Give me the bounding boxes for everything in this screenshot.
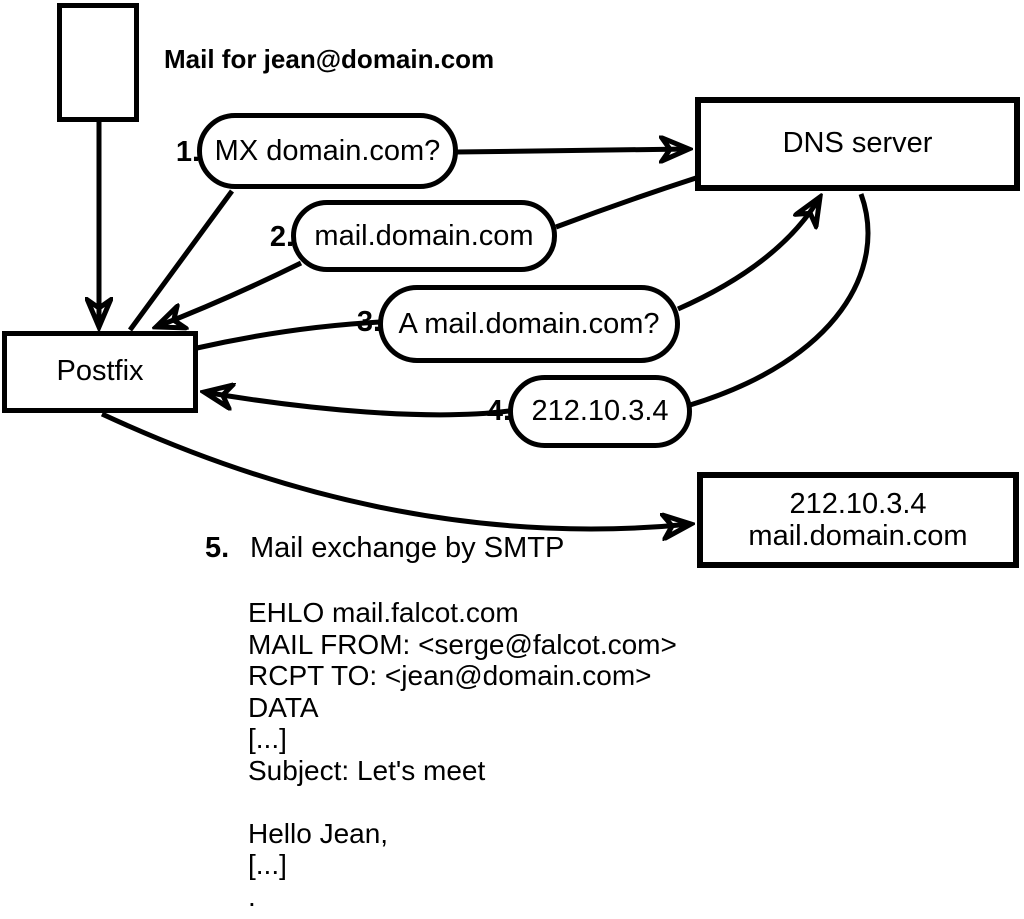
mail-server-node: 212.10.3.4 mail.domain.com xyxy=(697,472,1019,568)
step-number-5: 5. xyxy=(205,532,230,564)
mail-message-node xyxy=(57,3,139,122)
line-postfix-to-query1 xyxy=(127,189,235,332)
line-dns-to-response2 xyxy=(555,175,697,230)
arrow-response2-to-postfix xyxy=(156,260,303,327)
smtp-transcript: EHLO mail.falcot.com MAIL FROM: <serge@f… xyxy=(248,597,677,912)
step-number-1: 1. xyxy=(175,136,200,168)
query-pill-mx-label: MX domain.com? xyxy=(214,134,441,167)
query-pill-a-record: A mail.domain.com? xyxy=(378,285,680,363)
response-pill-mailhost: mail.domain.com xyxy=(291,200,557,272)
smtp-line: DATA xyxy=(248,691,319,723)
mail-server-hostname: mail.domain.com xyxy=(748,520,968,552)
query-pill-a-record-label: A mail.domain.com? xyxy=(398,307,660,340)
dns-server-node: DNS server xyxy=(695,97,1020,191)
mail-title-label: Mail for jean@domain.com xyxy=(164,44,495,74)
response-pill-mailhost-label: mail.domain.com xyxy=(314,219,534,252)
query-pill-mx: MX domain.com? xyxy=(197,113,458,189)
step-number-2: 2. xyxy=(269,221,294,253)
line-postfix-to-query3 xyxy=(196,319,381,351)
smtp-line: [...] xyxy=(248,849,287,880)
smtp-line: Hello Jean, xyxy=(248,817,389,849)
arrow-query3-to-dns xyxy=(676,197,820,312)
smtp-line: Subject: Let's meet xyxy=(248,754,486,786)
response-pill-ip: 212.10.3.4 xyxy=(508,375,692,448)
step-number-3: 3. xyxy=(356,306,381,338)
smtp-line: RCPT TO: <jean@domain.com> xyxy=(248,660,652,691)
response-pill-ip-label: 212.10.3.4 xyxy=(531,395,669,427)
dns-server-label: DNS server xyxy=(782,127,933,160)
smtp-line: MAIL FROM: <serge@falcot.com> xyxy=(248,628,677,660)
step-number-4: 4. xyxy=(486,395,511,427)
arrow-response4-to-postfix xyxy=(204,392,510,418)
smtp-line xyxy=(248,786,677,818)
arrow-query1-to-dns xyxy=(455,149,689,152)
arrow-postfix-to-mailserver xyxy=(100,411,691,529)
postfix-node: Postfix xyxy=(2,331,198,413)
smtp-line: [...] xyxy=(248,723,287,754)
step-5-label: Mail exchange by SMTP xyxy=(250,532,565,564)
smtp-line: . xyxy=(248,880,256,912)
line-dns-to-response4 xyxy=(689,193,871,408)
smtp-line: EHLO mail.falcot.com xyxy=(248,597,519,628)
postfix-label: Postfix xyxy=(56,355,144,388)
mail-server-ip: 212.10.3.4 xyxy=(789,488,927,520)
